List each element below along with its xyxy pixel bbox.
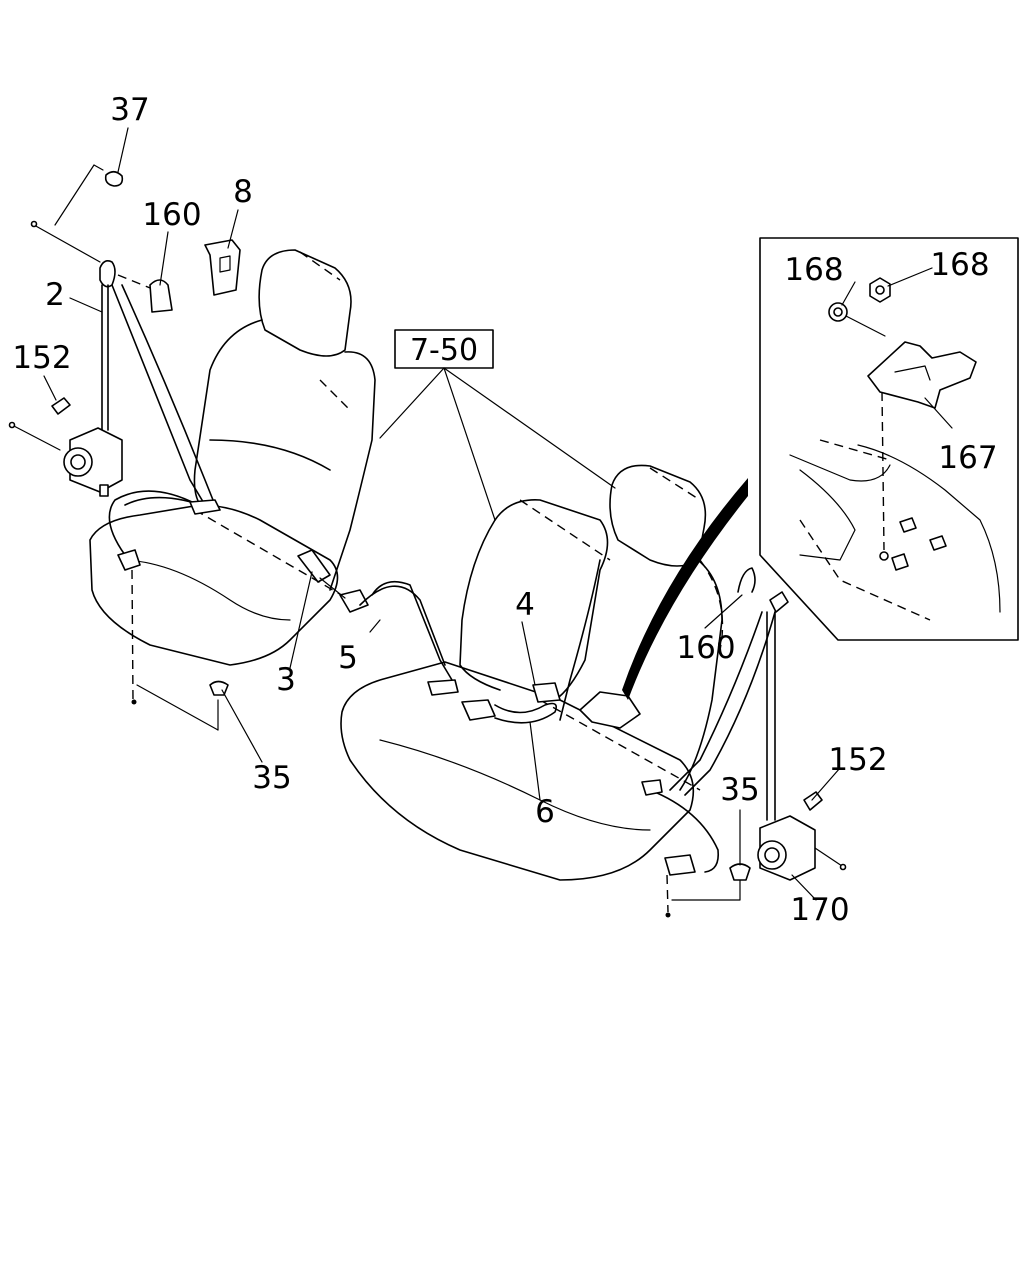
right-seat [340,464,724,881]
callout-6: 6 [535,794,555,830]
nut-168-right [869,277,891,303]
center-belt-assembly [359,580,641,729]
inset-detail [759,237,1019,641]
leader-lines [43,127,953,901]
callout-37: 37 [110,92,149,128]
right-belt-assembly [622,478,847,918]
callout-labels: 37 160 8 2 152 4 5 3 35 6 160 35 152 170… [12,92,997,928]
callout-7-50: 7-50 [410,333,478,368]
callout-4: 4 [515,587,535,623]
callout-160-left: 160 [142,197,201,233]
callout-35-right: 35 [720,772,759,808]
callout-170: 170 [790,892,849,928]
callout-168-right: 168 [930,247,989,283]
callout-152-left: 152 [12,340,71,376]
left-belt-assembly [8,164,369,731]
callout-160-right: 160 [676,630,735,666]
callout-168-left: 168 [784,252,843,288]
callout-2: 2 [45,277,65,313]
callout-35-left: 35 [252,760,291,796]
callout-152-right: 152 [828,742,887,778]
callout-5: 5 [338,640,358,676]
callout-3: 3 [276,662,296,698]
group-callout-7-50: 7-50 [379,329,616,521]
callout-167: 167 [938,440,997,476]
callout-8: 8 [233,174,253,210]
nut-168-left [828,302,848,322]
